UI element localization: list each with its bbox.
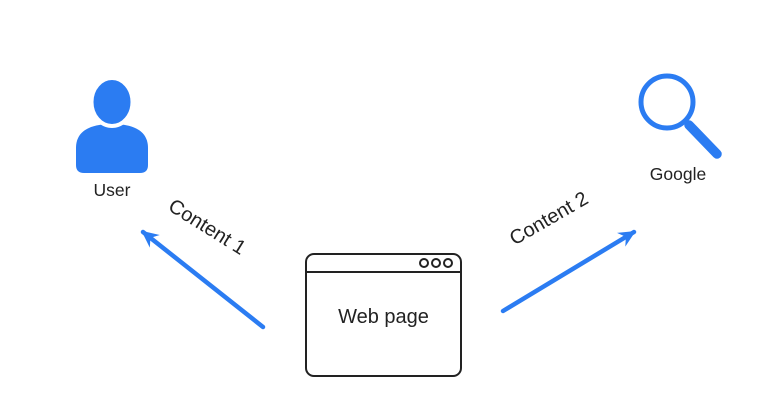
webpage-label: Web page <box>338 305 429 328</box>
window-dot-icon <box>431 258 441 268</box>
user-label: User <box>93 180 131 200</box>
google-label: Google <box>649 164 707 184</box>
node-webpage: Web page <box>305 253 462 377</box>
browser-titlebar <box>307 255 460 273</box>
user-icon <box>76 78 148 173</box>
search-icon <box>638 73 722 159</box>
edge-label-content2: Content 2 <box>506 187 593 251</box>
window-dot-icon <box>443 258 453 268</box>
edge-label-content1: Content 1 <box>164 195 250 260</box>
node-google: Google <box>630 66 726 185</box>
node-user: User <box>76 78 148 201</box>
window-dot-icon <box>419 258 429 268</box>
